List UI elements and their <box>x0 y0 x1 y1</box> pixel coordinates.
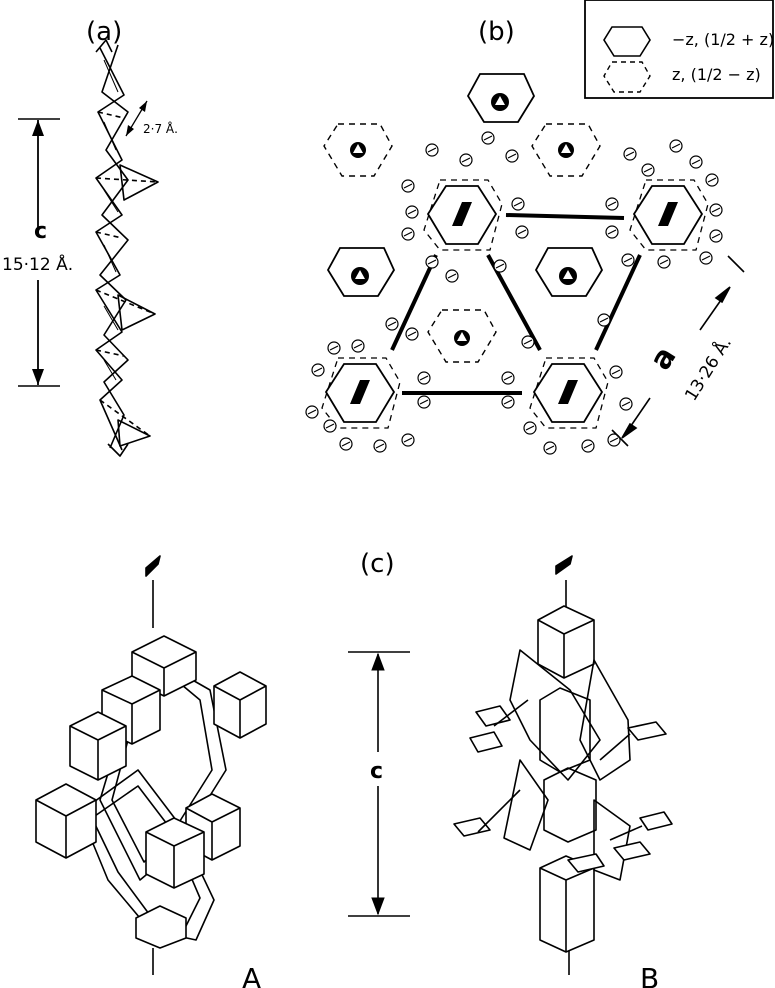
panel-c: (c) c <box>35 549 673 988</box>
c-axis-letter-c: c <box>370 759 383 784</box>
c-axis-length-a: 15·12 Å. <box>2 253 73 275</box>
pitch-arrow <box>125 100 148 137</box>
framework-a <box>35 555 267 975</box>
c-axis-letter-a: c <box>34 219 47 244</box>
screw-axis-icon-b <box>555 555 573 575</box>
a-axis-letter: a <box>643 341 683 377</box>
c-axis-dimension-a <box>18 118 60 387</box>
helical-tetrahedra-chain <box>95 39 159 457</box>
a-axis-length: 13·26 Å. <box>680 333 736 405</box>
legend: −z, (1/2 + z) z, (1/2 − z) <box>584 0 774 99</box>
legend-dashed-label: z, (1/2 − z) <box>672 65 761 84</box>
solid-triad-units <box>326 73 604 297</box>
panel-c-label: (c) <box>360 549 395 579</box>
panel-b-label: (b) <box>478 17 515 47</box>
pitch-label: 2·7 Å. <box>143 121 178 136</box>
a-axis-dimension <box>611 255 745 447</box>
sixfold-screw-axis-icon <box>350 202 678 404</box>
unit-cell-bonds <box>390 213 642 395</box>
framework-b <box>453 555 673 975</box>
dashed-triad-units <box>323 123 601 363</box>
sub-label-a: A <box>242 962 261 988</box>
c-axis-dimension-c <box>348 651 410 917</box>
legend-box <box>584 0 774 99</box>
screw-axis-icon-a <box>145 555 161 577</box>
panel-a: (a) c 15·12 Å. 2·7 Å. <box>2 17 178 457</box>
solid-prism-icon <box>603 26 651 57</box>
legend-solid-label: −z, (1/2 + z) <box>672 30 774 49</box>
screw-axis-units <box>324 185 704 423</box>
dashed-prism-icon <box>603 61 651 93</box>
sub-label-b: B <box>640 962 659 988</box>
